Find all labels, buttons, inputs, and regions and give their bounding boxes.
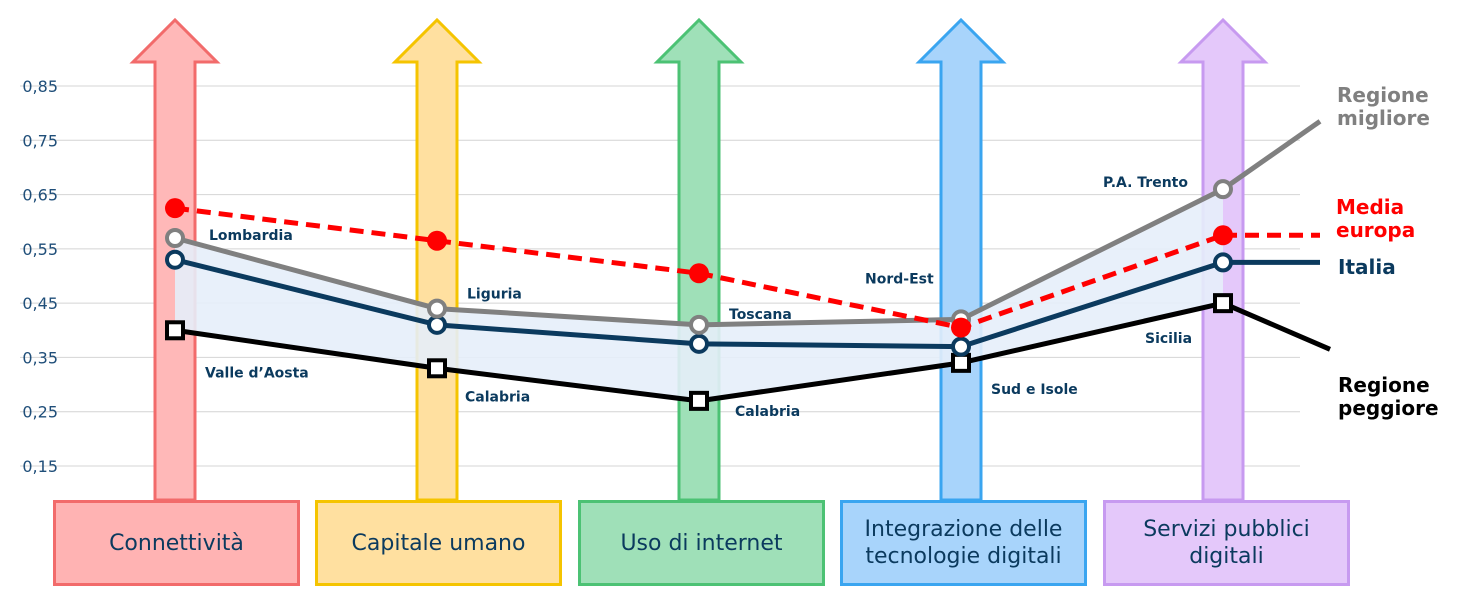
legend-regione-migliore: Regione migliore bbox=[1337, 83, 1430, 130]
category-box-integrazione-tecnologie: Integrazione delle tecnologie digitali bbox=[840, 500, 1087, 586]
point-label: Nord-Est bbox=[865, 271, 934, 287]
category-arrow bbox=[391, 17, 483, 502]
y-tick-label: 0,75 bbox=[22, 131, 58, 150]
y-tick-label: 0,35 bbox=[22, 348, 58, 367]
category-box-uso-di-internet: Uso di internet bbox=[578, 500, 825, 586]
data-point bbox=[689, 390, 709, 411]
legend-media-europa: Media europa bbox=[1336, 195, 1416, 242]
data-point bbox=[1213, 179, 1233, 200]
y-tick-label: 0,25 bbox=[22, 403, 58, 422]
data-point bbox=[951, 317, 971, 338]
data-point bbox=[689, 263, 709, 284]
data-point bbox=[689, 314, 709, 335]
legend-regione-peggiore: Regione peggiore bbox=[1338, 373, 1439, 420]
data-point bbox=[165, 198, 185, 219]
point-label: Liguria bbox=[467, 287, 522, 303]
point-label: P.A. Trento bbox=[1103, 175, 1188, 191]
point-label: Toscana bbox=[729, 307, 792, 323]
category-arrow bbox=[653, 17, 745, 502]
point-label: Valle d’Aosta bbox=[205, 365, 309, 381]
data-point bbox=[165, 249, 185, 270]
data-point bbox=[1213, 293, 1233, 314]
category-box-capitale-umano: Capitale umano bbox=[315, 500, 562, 586]
data-point bbox=[951, 336, 971, 357]
data-point bbox=[427, 314, 447, 335]
data-point bbox=[165, 320, 185, 341]
point-label: Calabria bbox=[735, 404, 800, 420]
data-point bbox=[1213, 225, 1233, 246]
series-tail-line bbox=[1222, 300, 1331, 352]
category-arrow bbox=[915, 17, 1007, 502]
data-point bbox=[427, 358, 447, 379]
point-label: Sud e Isole bbox=[991, 382, 1078, 398]
data-point bbox=[689, 333, 709, 354]
series-tail-line bbox=[1221, 119, 1322, 192]
point-label: Sicilia bbox=[1145, 331, 1192, 347]
category-box-connettivita: Connettività bbox=[53, 500, 300, 586]
y-tick-label: 0,45 bbox=[22, 294, 58, 313]
y-tick-label: 0,15 bbox=[22, 457, 58, 476]
data-point bbox=[427, 298, 447, 319]
y-tick-label: 0,55 bbox=[22, 240, 58, 259]
data-point bbox=[1213, 252, 1233, 273]
data-point bbox=[165, 228, 185, 248]
data-point bbox=[427, 230, 447, 251]
data-point bbox=[951, 352, 971, 373]
y-tick-label: 0,85 bbox=[22, 77, 58, 96]
legend-italia: Italia bbox=[1338, 255, 1396, 279]
category-box-servizi-pubblici: Servizi pubblici digitali bbox=[1103, 500, 1350, 586]
point-label: Calabria bbox=[465, 389, 530, 405]
y-tick-label: 0,65 bbox=[22, 186, 58, 205]
point-label: Lombardia bbox=[209, 228, 293, 244]
